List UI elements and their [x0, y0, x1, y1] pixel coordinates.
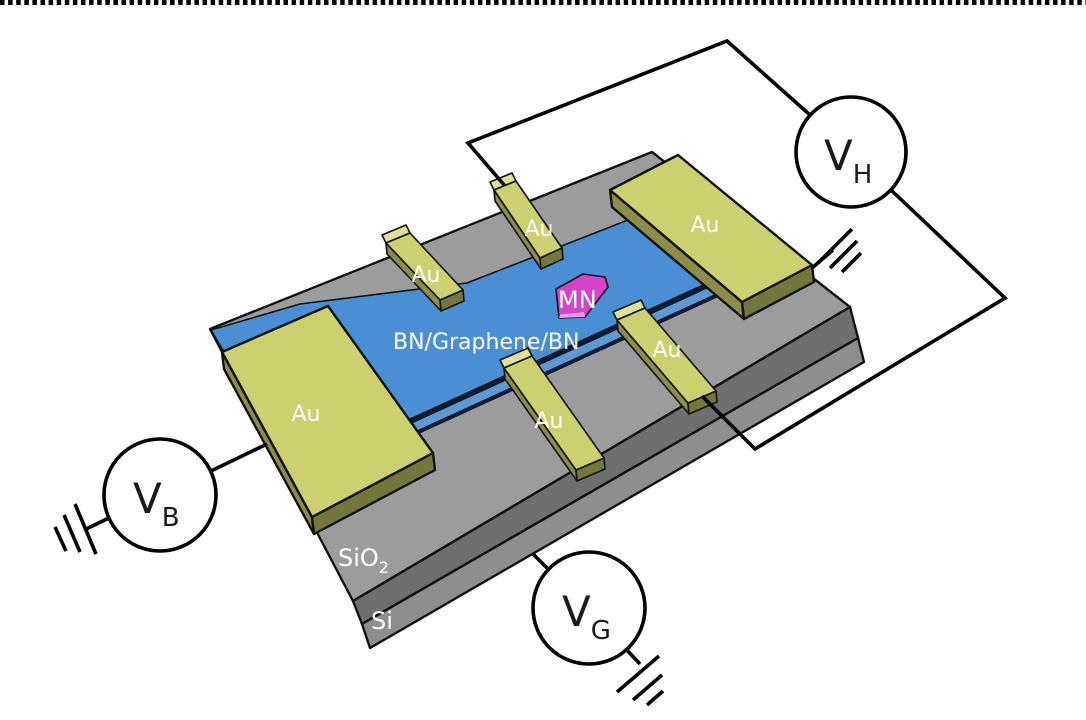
top-middle-finger-electrode — [489, 172, 564, 270]
bias-ground-wire — [83, 516, 110, 532]
channel-label: BN/Graphene/BN — [393, 330, 579, 355]
mn-flake-edge — [559, 312, 585, 318]
top-middle-finger-label: Au — [525, 217, 554, 242]
finger-top — [503, 355, 605, 471]
hall-bottom-wire — [700, 188, 1008, 452]
substrate-label: Si — [371, 607, 393, 635]
si-side-face — [360, 336, 866, 650]
left-pad-electrode — [220, 304, 437, 536]
finger-top — [493, 180, 563, 259]
ground-symbol-bottom — [615, 654, 665, 707]
mn-flake — [555, 273, 609, 319]
right-pad-label: Au — [691, 213, 720, 238]
gate-voltmeter — [531, 550, 647, 666]
right-pad-electrode — [608, 153, 816, 321]
oxide-label: SiO2 — [338, 544, 389, 577]
mn-flake-label: MN — [558, 286, 597, 314]
ground-symbol-right — [816, 227, 863, 274]
pad-top — [220, 304, 435, 519]
bottom-right-finger-label: Au — [653, 338, 682, 363]
finger-top — [385, 232, 464, 301]
top-left-finger-label: Au — [412, 263, 441, 288]
hall-top-wire — [464, 38, 812, 188]
hall-voltmeter-label: VH — [824, 131, 872, 190]
ground-symbol-left — [53, 503, 98, 555]
bias-wire — [210, 442, 268, 473]
gate-voltmeter-label: VG — [562, 587, 611, 646]
pad-top — [608, 153, 814, 304]
top-left-finger-electrode — [381, 224, 465, 312]
bottom-middle-finger-electrode — [499, 347, 606, 482]
left-pad-label: Au — [292, 402, 321, 427]
bottom-right-finger-electrode — [612, 299, 718, 415]
gate-wire — [531, 552, 551, 572]
finger-top — [616, 307, 717, 404]
bias-voltmeter-label: VB — [133, 474, 180, 533]
hall-voltmeter — [794, 95, 908, 209]
bottom-middle-finger-label: Au — [535, 409, 564, 434]
bias-voltmeter — [102, 437, 218, 553]
